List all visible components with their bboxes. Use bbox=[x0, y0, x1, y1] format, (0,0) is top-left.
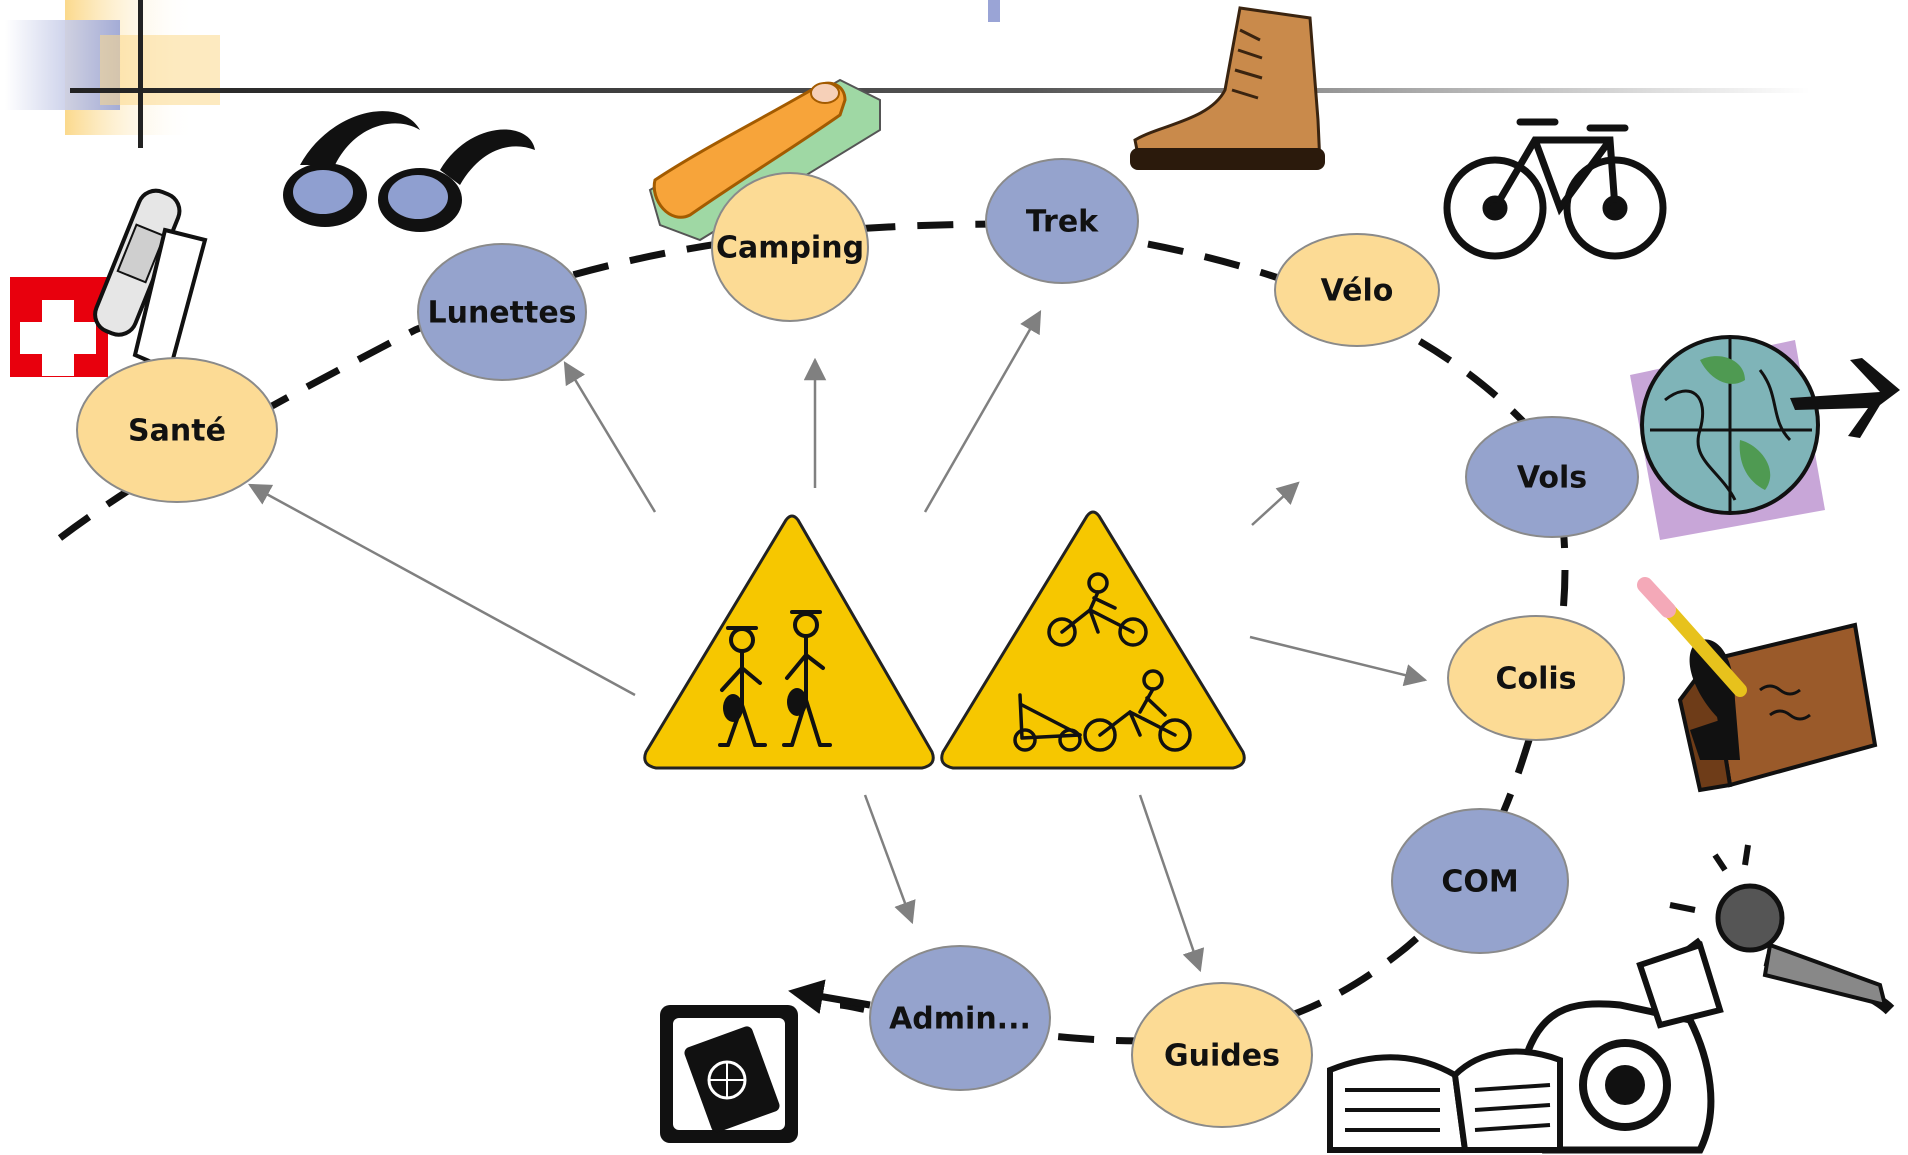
node-trek-shape bbox=[985, 158, 1139, 284]
node-camping-label: Camping bbox=[716, 231, 864, 266]
node-admin-shape bbox=[869, 945, 1051, 1091]
node-trek-label: Trek bbox=[1026, 205, 1099, 240]
node-sante-label: Santé bbox=[128, 414, 226, 449]
first-aid-icon bbox=[10, 188, 208, 377]
globe-airplane-icon bbox=[1630, 335, 1900, 540]
node-admin: Admin... bbox=[869, 945, 1051, 1091]
slide-header-decoration bbox=[5, 0, 1810, 148]
node-admin-label: Admin... bbox=[889, 1002, 1031, 1037]
node-velo-shape bbox=[1274, 233, 1440, 347]
parcel-writer-icon bbox=[1637, 577, 1878, 793]
sleeping-bag-icon bbox=[648, 78, 881, 242]
passport-icon bbox=[660, 1005, 798, 1143]
category-nodes: Santé Lunettes Camping TrekVéloVolsColisCOM… bbox=[76, 158, 1639, 1128]
node-sante: Santé bbox=[76, 357, 278, 503]
node-lunettes: Lunettes bbox=[417, 243, 587, 381]
node-lunettes-shape bbox=[417, 243, 587, 381]
node-colis-label: Colis bbox=[1495, 662, 1576, 697]
boot-icon bbox=[1130, 6, 1325, 170]
arrow-to-guides bbox=[1138, 794, 1205, 973]
cyclists-warning-sign-icon bbox=[940, 510, 1246, 770]
arrow-to-colis bbox=[1249, 635, 1428, 687]
node-vols-label: Vols bbox=[1517, 461, 1587, 496]
open-book-icon bbox=[1327, 1048, 1563, 1153]
node-colis: Colis bbox=[1447, 615, 1625, 741]
microphone-icon bbox=[1669, 844, 1895, 1015]
node-com-label: COM bbox=[1441, 865, 1518, 900]
bicycle-icon bbox=[1443, 118, 1667, 260]
node-velo-label: Vélo bbox=[1321, 274, 1394, 309]
node-guides: Guides bbox=[1131, 982, 1313, 1128]
arrow-to-lunettes bbox=[563, 361, 657, 513]
node-velo: Vélo bbox=[1274, 233, 1440, 347]
arrow-to-vols bbox=[1251, 481, 1300, 526]
node-camping: Camping bbox=[711, 172, 869, 322]
node-colis-shape bbox=[1447, 615, 1625, 741]
arrow-to-trek bbox=[923, 310, 1042, 513]
connector-arrows bbox=[248, 310, 1428, 973]
node-sante-shape bbox=[76, 357, 278, 503]
camera-icon bbox=[1521, 941, 1724, 1154]
node-trek: Trek bbox=[985, 158, 1139, 284]
node-com: COM bbox=[1391, 808, 1569, 954]
node-camping-shape bbox=[711, 172, 869, 322]
arrow-to-sante bbox=[248, 483, 636, 697]
dashed-route-arrow bbox=[788, 979, 871, 1015]
glasses-icon bbox=[283, 111, 535, 232]
node-lunettes-label: Lunettes bbox=[427, 296, 576, 331]
node-vols-shape bbox=[1465, 416, 1639, 538]
node-com-shape bbox=[1391, 808, 1569, 954]
node-guides-label: Guides bbox=[1164, 1039, 1280, 1074]
node-guides-shape bbox=[1131, 982, 1313, 1128]
arrow-to-admin bbox=[863, 794, 916, 925]
node-vols: Vols bbox=[1465, 416, 1639, 538]
hikers-warning-sign-icon bbox=[643, 514, 935, 770]
